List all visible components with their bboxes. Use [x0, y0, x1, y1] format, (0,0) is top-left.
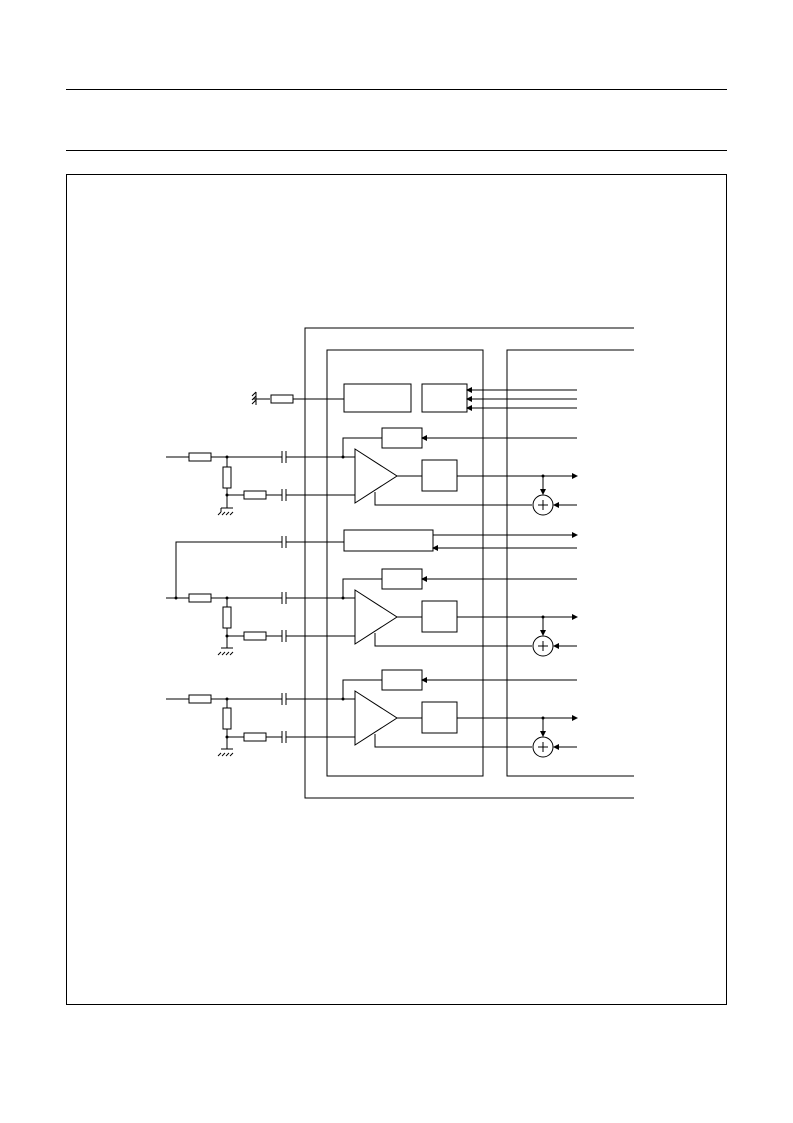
bias-resistor-1: [223, 467, 231, 488]
junction-dots: [174, 455, 545, 739]
ground-hatch-ref: [252, 392, 256, 405]
bias-resistor-3: [223, 708, 231, 729]
channel-1: [166, 428, 578, 515]
ic-outline: [305, 328, 634, 798]
amplifier-1: [355, 449, 397, 503]
input-resistor-3: [189, 695, 211, 703]
resistor-ref: [271, 395, 293, 403]
gain-control-block-1: [382, 428, 422, 448]
reference-section: [252, 384, 577, 412]
control-block: [422, 384, 467, 412]
gain-control-block-3: [382, 670, 422, 690]
interface-block: [344, 530, 433, 551]
feedback-resistor-3: [244, 733, 266, 741]
amplifier-3: [355, 691, 397, 745]
interface-section: [176, 530, 578, 598]
digital-section-block: [507, 350, 634, 776]
feedback-resistor-2: [244, 632, 266, 640]
channel-3: [166, 670, 578, 757]
bias-resistor-2: [223, 607, 231, 628]
adc-block-3: [422, 702, 457, 733]
header-rule-bottom: [66, 150, 727, 151]
reference-block: [344, 384, 411, 412]
adc-block-2: [422, 601, 457, 632]
gain-control-block-2: [382, 569, 422, 589]
analog-section-block: [327, 350, 483, 776]
header-rule-top: [66, 89, 727, 90]
input-resistor-2: [189, 594, 211, 602]
channel-2: [166, 569, 578, 656]
input-resistor-1: [189, 453, 211, 461]
feedback-resistor-1: [244, 491, 266, 499]
adc-block-1: [422, 460, 457, 491]
figure-frame: [66, 174, 727, 1005]
amplifier-2: [355, 590, 397, 644]
